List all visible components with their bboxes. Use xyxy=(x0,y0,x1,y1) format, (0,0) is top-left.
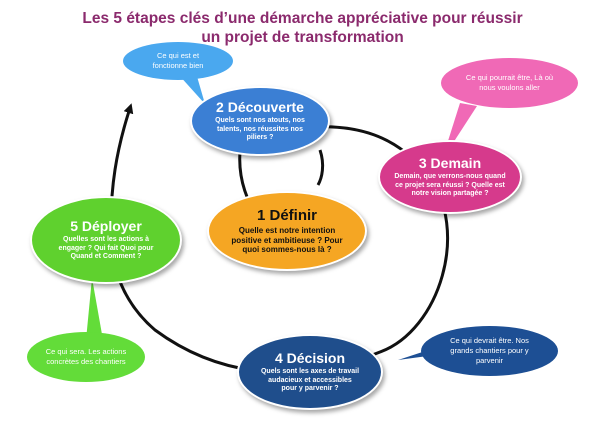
stage-decouverte-title: 2 Découverte xyxy=(216,99,304,116)
bubble-demain-text: Ce qui pourrait être, Là où nous voulons… xyxy=(465,73,554,92)
stage-definir: 1 Définir Quelle est notre intention pos… xyxy=(207,191,367,271)
stage-definir-title: 1 Définir xyxy=(256,206,317,224)
tail-deployer xyxy=(86,278,103,340)
bubble-decouverte-text: Ce qui est et fonctionne bien xyxy=(152,51,204,70)
stage-decision-text: Quels sont les axes de travail audacieux… xyxy=(260,368,360,393)
stage-deployer: 5 Déployer Quelles sont les actions à en… xyxy=(30,196,182,284)
bubble-decision: Ce qui devrait être. Nos grands chantier… xyxy=(421,326,558,376)
stage-decision-title: 4 Décision xyxy=(274,350,346,367)
stage-deployer-text: Quelles sont les actions à engager ? Qui… xyxy=(58,236,154,261)
stage-decouverte: 2 Découverte Quels sont nos atouts, nos … xyxy=(190,86,330,156)
tail-decouverte xyxy=(178,73,205,104)
bubble-decouverte: Ce qui est et fonctionne bien xyxy=(123,42,233,80)
stage-demain: 3 Demain Demain, que verrons-nous quand … xyxy=(378,140,522,214)
diagram-title-line-2: un projet de transformation xyxy=(201,29,404,46)
stage-definir-text: Quelle est notre intention positive et a… xyxy=(231,226,343,255)
bubble-deployer: Ce qui sera. Les actions concrètes des c… xyxy=(27,332,145,382)
stage-demain-title: 3 Demain xyxy=(418,155,482,172)
inner-connector-right xyxy=(316,149,325,186)
bubble-decision-text: Ce qui devrait être. Nos grands chantier… xyxy=(450,336,529,365)
stage-decouverte-text: Quels sont nos atouts, nos talents, nos … xyxy=(215,117,305,142)
stage-demain-text: Demain, que verrons-nous quand ce projet… xyxy=(394,173,506,198)
bubble-demain: Ce qui pourrait être, Là où nous voulons… xyxy=(441,58,578,108)
diagram-title-line-1: Les 5 étapes clés d’une démarche appréci… xyxy=(82,10,523,27)
stage-decision: 4 Décision Quels sont les axes de travai… xyxy=(237,334,383,410)
bubble-deployer-text: Ce qui sera. Les actions concrètes des c… xyxy=(45,347,127,366)
stage-deployer-title: 5 Déployer xyxy=(70,218,142,235)
